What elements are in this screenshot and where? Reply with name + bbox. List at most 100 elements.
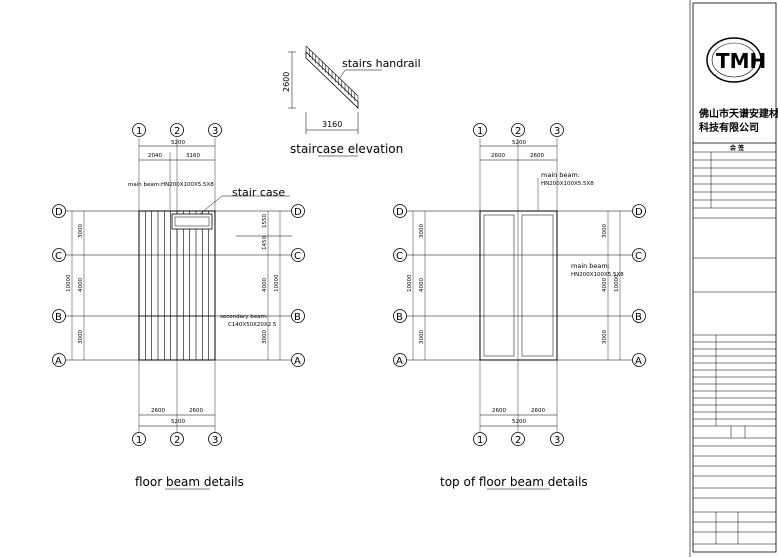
axis-C-right: C (291, 248, 305, 262)
svg-text:4000: 4000 (419, 278, 425, 292)
svg-text:3: 3 (554, 435, 560, 446)
svg-text:4000: 4000 (78, 278, 84, 292)
company-logo: TMH (706, 37, 766, 83)
stair-opening (171, 213, 213, 230)
svg-text:2600: 2600 (491, 153, 505, 159)
top-dim-2: 3160 (186, 153, 200, 159)
svg-text:3000: 3000 (78, 224, 84, 238)
svg-text:10000: 10000 (407, 274, 413, 292)
svg-text:5200: 5200 (171, 419, 185, 425)
elevation-width-dim: 3160 (322, 120, 342, 129)
svg-text:C: C (396, 251, 403, 262)
axis-A-right: A (291, 353, 305, 367)
svg-text:D: D (635, 207, 643, 218)
svg-text:B: B (55, 312, 62, 323)
axis-2-bottom-r: 2 (511, 432, 525, 446)
svg-text:5200: 5200 (512, 419, 526, 425)
svg-text:TMH: TMH (716, 49, 766, 73)
svg-text:3000: 3000 (602, 224, 608, 238)
svg-text:C: C (55, 251, 62, 262)
axis-C-left-r: C (393, 248, 407, 262)
main-beam-top-label: main beam: (541, 171, 580, 179)
svg-text:1550: 1550 (262, 214, 268, 228)
elevation-caption: staircase elevation (290, 142, 403, 156)
svg-text:2: 2 (174, 435, 180, 446)
svg-text:B: B (396, 312, 403, 323)
top-floor-beam-plan: 1 2 3 5200 2600 2600 main beam: HN200X10… (393, 123, 646, 490)
secondary-beam-label: secondary beam: (220, 314, 268, 320)
axis-C-right-r: C (632, 248, 646, 262)
company-name-line1: 佛山市天谱安建材 (698, 107, 778, 120)
svg-text:3: 3 (554, 126, 560, 137)
axis-D-right-r: D (632, 204, 646, 218)
title-block: TMH 佛山市天谱安建材 科技有限公司 会 签 (692, 2, 778, 553)
axis-C-left: C (52, 248, 66, 262)
svg-text:4000: 4000 (262, 278, 268, 292)
svg-text:2600: 2600 (189, 408, 203, 414)
axis-A-left: A (52, 353, 66, 367)
staircase-elevation: stairs handrail 2600 3160 staircase elev… (282, 45, 421, 157)
axis-1-bottom-r: 1 (473, 432, 487, 446)
svg-text:HN200X100X5.5X8: HN200X100X5.5X8 (541, 181, 594, 187)
svg-text:D: D (55, 207, 63, 218)
svg-text:C: C (635, 251, 642, 262)
svg-text:10000: 10000 (66, 274, 72, 292)
floor-beam-plan: 1 2 3 5200 2040 3160 main beam:HN200X100… (52, 123, 305, 490)
axis-1-top: 1 (132, 123, 146, 137)
svg-text:2600: 2600 (531, 408, 545, 414)
svg-text:2600: 2600 (492, 408, 506, 414)
svg-text:3000: 3000 (78, 330, 84, 344)
secondary-beam-spec: C140X50X20X2.5 (228, 322, 277, 328)
top-dim-1: 2040 (148, 153, 162, 159)
axis-D-right: D (291, 204, 305, 218)
svg-text:3000: 3000 (419, 224, 425, 238)
svg-text:5200: 5200 (512, 140, 526, 146)
svg-text:C: C (294, 251, 301, 262)
handrail-label: stairs handrail (342, 57, 421, 70)
company-name-line2: 科技有限公司 (699, 121, 759, 134)
axis-B-left: B (52, 309, 66, 323)
axis-1-bottom: 1 (132, 432, 146, 446)
axis-A-left-r: A (393, 353, 407, 367)
svg-text:D: D (396, 207, 404, 218)
svg-text:2600: 2600 (151, 408, 165, 414)
svg-text:1: 1 (477, 435, 483, 446)
axis-A-right-r: A (632, 353, 646, 367)
axis-3-top-r: 3 (550, 123, 564, 137)
elevation-height-dim: 2600 (282, 72, 291, 92)
svg-text:A: A (635, 356, 642, 367)
svg-text:B: B (635, 312, 642, 323)
axis-B-right: B (291, 309, 305, 323)
main-beam-label: main beam:HN200X100X5.5X8 (128, 182, 214, 188)
svg-text:2: 2 (515, 126, 521, 137)
svg-text:1: 1 (136, 126, 142, 137)
svg-text:D: D (294, 207, 302, 218)
axis-B-left-r: B (393, 309, 407, 323)
svg-text:10000: 10000 (274, 274, 280, 292)
svg-text:2: 2 (515, 435, 521, 446)
svg-text:1: 1 (477, 126, 483, 137)
axis-3-top: 3 (208, 123, 222, 137)
svg-text:A: A (294, 356, 301, 367)
handrail-spindles (305, 46, 359, 104)
svg-text:2600: 2600 (530, 153, 544, 159)
secondary-beams (139, 211, 215, 360)
svg-text:2: 2 (174, 126, 180, 137)
svg-text:A: A (55, 356, 62, 367)
svg-text:3000: 3000 (419, 330, 425, 344)
svg-text:1450: 1450 (262, 236, 268, 250)
axis-3-bottom: 3 (208, 432, 222, 446)
axis-B-right-r: B (632, 309, 646, 323)
svg-text:B: B (294, 312, 301, 323)
axis-2-top-r: 2 (511, 123, 525, 137)
svg-text:3000: 3000 (262, 330, 268, 344)
svg-text:3: 3 (212, 435, 218, 446)
svg-text:4000: 4000 (602, 278, 608, 292)
svg-text:main beam:: main beam: (571, 262, 610, 270)
axis-D-left: D (52, 204, 66, 218)
svg-text:HN200X100X5.5X8: HN200X100X5.5X8 (571, 272, 624, 278)
svg-text:10000: 10000 (614, 274, 620, 292)
floor-beam-caption: floor beam details (135, 475, 244, 489)
svg-text:3000: 3000 (602, 330, 608, 344)
